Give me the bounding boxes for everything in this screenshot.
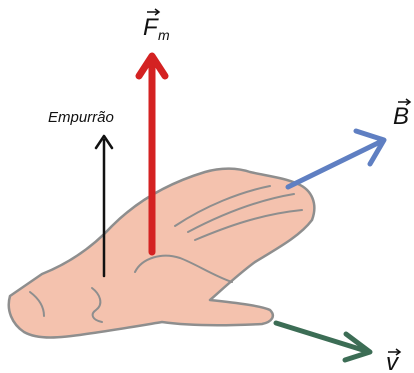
force-subscript: m (158, 27, 170, 43)
hand-illustration (9, 169, 315, 338)
hand-outline (9, 169, 315, 338)
field-label: B (393, 99, 410, 130)
field-symbol: B (393, 103, 409, 130)
magnetic-field-vector (288, 131, 384, 187)
velocity-label: v (386, 349, 400, 373)
velocity-vector (276, 323, 370, 360)
force-label: F m (143, 9, 170, 43)
push-label: Empurrão (48, 109, 114, 126)
force-symbol: F (143, 14, 159, 41)
